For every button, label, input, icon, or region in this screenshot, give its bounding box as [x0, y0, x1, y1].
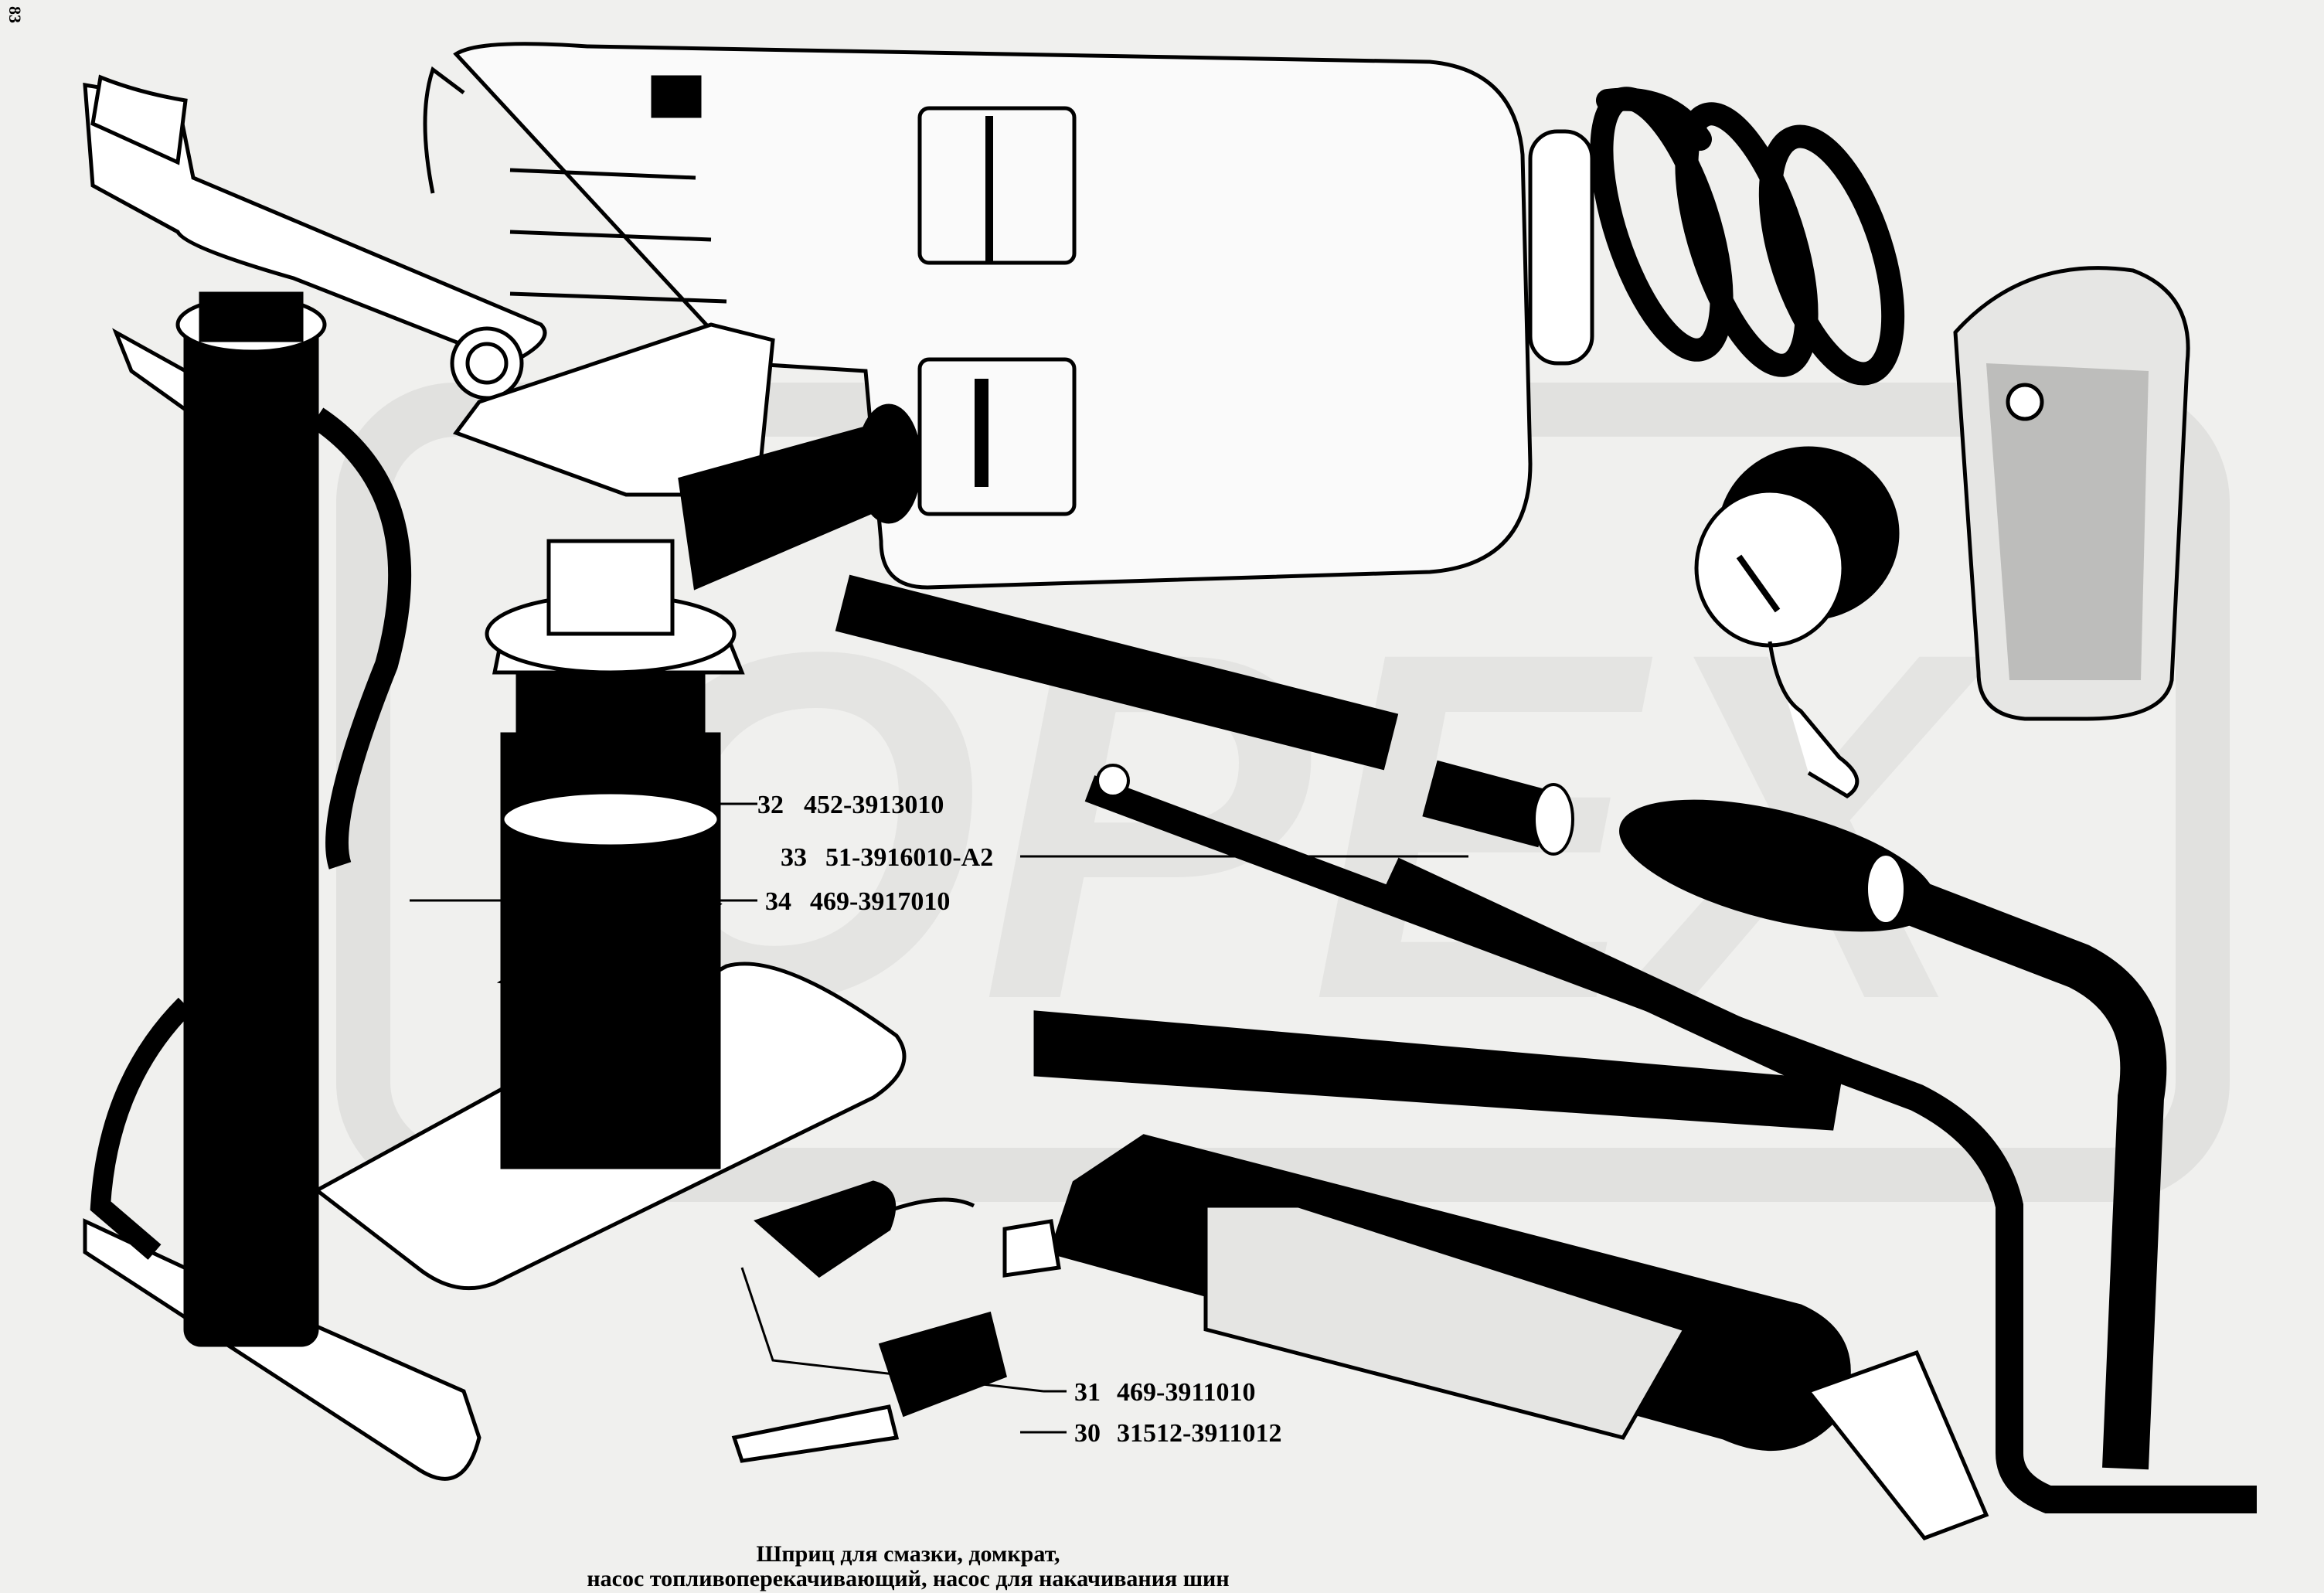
caption-line-2: насос топливоперекачивающий, насос для н…	[587, 1566, 1229, 1591]
tool-bag-illustration	[423, 42, 1594, 590]
callout-34: 34 469-3917010	[765, 887, 950, 916]
callout-number: 33	[781, 843, 807, 872]
callout-33: 33 51-3916010-А2	[781, 843, 993, 872]
grease-gun-illustration	[731, 1010, 1989, 1540]
callout-32: 32 452-3913010	[757, 791, 944, 819]
callout-number: 34	[765, 887, 791, 916]
callout-part-number: 31512-3911012	[1117, 1419, 1281, 1448]
callout-number: 32	[757, 791, 784, 819]
callout-31: 31 469-3911010	[1074, 1378, 1255, 1407]
callout-part-number: 469-3911010	[1117, 1378, 1255, 1407]
caption-line-1: Шприц для смазки, домкрат,	[756, 1541, 1060, 1567]
callout-number: 30	[1074, 1419, 1101, 1448]
pouch-illustration	[1953, 266, 2190, 721]
callout-part-number: 452-3913010	[804, 791, 944, 819]
fuel-transfer-pump-illustration	[835, 574, 2257, 1513]
jack-illustration	[313, 322, 922, 1291]
coiled-hose-illustration	[1590, 87, 1905, 386]
callout-30: 30 31512-3911012	[1074, 1419, 1281, 1448]
page-number: 83	[5, 6, 25, 23]
callout-part-number: 469-3917010	[810, 887, 950, 916]
callout-number: 31	[1074, 1378, 1101, 1407]
callout-part-number: 51-3916010-А2	[825, 843, 993, 872]
leader-lines	[410, 802, 1468, 1434]
foot-pump-illustration	[83, 74, 547, 1481]
pressure-gauge-illustration	[1694, 446, 1900, 798]
caption: Шприц для смазки, домкрат, насос топливо…	[587, 1541, 1229, 1591]
